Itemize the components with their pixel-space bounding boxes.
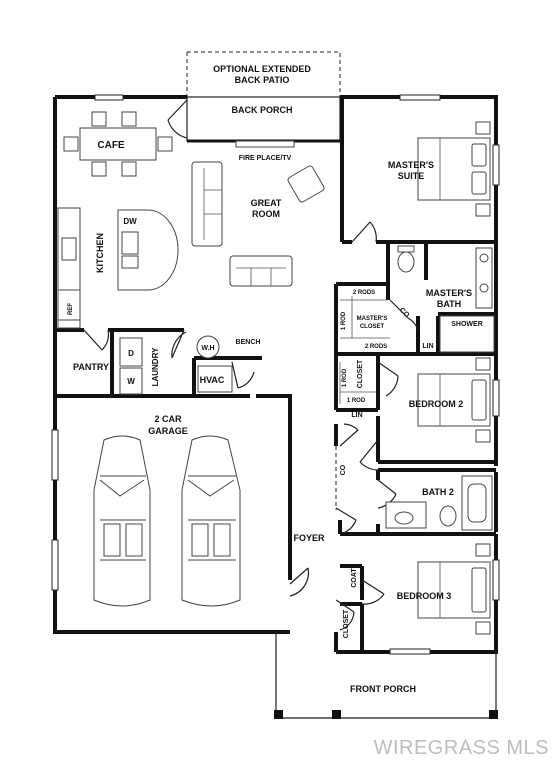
co-hall-label: CO — [340, 464, 347, 475]
room-labels: OPTIONAL EXTENDED BACK PATIO BACK PORCH … — [68, 64, 483, 694]
fireplace-shape — [235, 140, 295, 148]
two-rods-bottom-label: 2 RODS — [365, 344, 387, 350]
cafe-table — [63, 111, 173, 177]
one-rod-b-label: 1 ROD — [347, 398, 366, 404]
great-room-label-1: GREAT — [251, 198, 282, 208]
bath2-fixtures — [385, 475, 493, 531]
masters-bath-label-2: BATH — [437, 299, 461, 309]
watermark-text: WIREGRASS MLS — [373, 737, 549, 759]
dw-label: DW — [123, 217, 137, 226]
bedroom3-label: BEDROOM 3 — [397, 591, 452, 601]
hvac-label: HVAC — [200, 375, 225, 385]
lin-master-label: LIN — [422, 343, 433, 350]
living-furniture — [191, 161, 325, 287]
optional-patio-label-1: OPTIONAL EXTENDED — [213, 64, 311, 74]
garage-label-1: 2 CAR — [154, 414, 182, 424]
back-porch-label: BACK PORCH — [231, 105, 292, 115]
laundry-label: LAUNDRY — [151, 347, 160, 386]
ref-label: REF — [68, 303, 74, 315]
garage-label-2: GARAGE — [148, 426, 188, 436]
kitchen-counters — [57, 207, 179, 329]
pantry-label: PANTRY — [73, 362, 109, 372]
bedroom2-label: BEDROOM 2 — [409, 399, 464, 409]
masters-suite-label-1: MASTER'S — [388, 160, 434, 170]
optional-patio-label-2: BACK PATIO — [235, 75, 290, 85]
master-bed — [417, 121, 491, 217]
car-right — [181, 435, 241, 607]
fireplace-label: FIRE PLACE/TV — [239, 155, 292, 162]
car-left — [93, 435, 151, 607]
bedroom2-bed — [417, 357, 491, 443]
great-room-label-2: ROOM — [252, 209, 280, 219]
shower-label: SHOWER — [451, 321, 483, 328]
closet-rods — [339, 296, 390, 404]
bench-label: BENCH — [236, 339, 261, 346]
master-bath-walls — [334, 244, 496, 356]
lin-hall-label: LIN — [351, 412, 362, 419]
foyer-label: FOYER — [293, 533, 325, 543]
bath2-label: BATH 2 — [422, 487, 454, 497]
masters-closet-label-2: CLOSET — [360, 324, 385, 330]
dryer-label: D — [128, 349, 134, 358]
master-bath-fixtures — [397, 245, 495, 353]
laundry-fixtures — [119, 335, 233, 395]
front-porch-outline — [274, 632, 498, 719]
bedroom3-bed — [417, 543, 491, 635]
water-heater-label: W.H — [201, 345, 214, 352]
masters-suite-label-2: SUITE — [398, 171, 425, 181]
kitchen-label: KITCHEN — [95, 233, 105, 273]
closet-bed3-label: CLOSET — [343, 609, 350, 638]
two-rods-top-label: 2 RODS — [353, 290, 375, 296]
masters-closet-label-1: MASTER'S — [357, 316, 388, 322]
co-master-label: CO — [398, 307, 411, 320]
cafe-label: CAFE — [97, 140, 125, 151]
one-rod-master-label: 1 ROD — [341, 311, 347, 330]
front-porch-label: FRONT PORCH — [350, 684, 416, 694]
windows — [51, 94, 500, 655]
optional-patio — [186, 51, 341, 97]
closet-bed2-label: CLOSET — [357, 359, 364, 388]
masters-bath-label-1: MASTER'S — [426, 288, 472, 298]
washer-label: W — [127, 377, 135, 386]
back-porch-outline — [186, 96, 341, 143]
master-walls — [340, 97, 496, 244]
one-rod-a-label: 1 ROD — [342, 368, 348, 387]
coat-label: COAT — [351, 568, 358, 588]
